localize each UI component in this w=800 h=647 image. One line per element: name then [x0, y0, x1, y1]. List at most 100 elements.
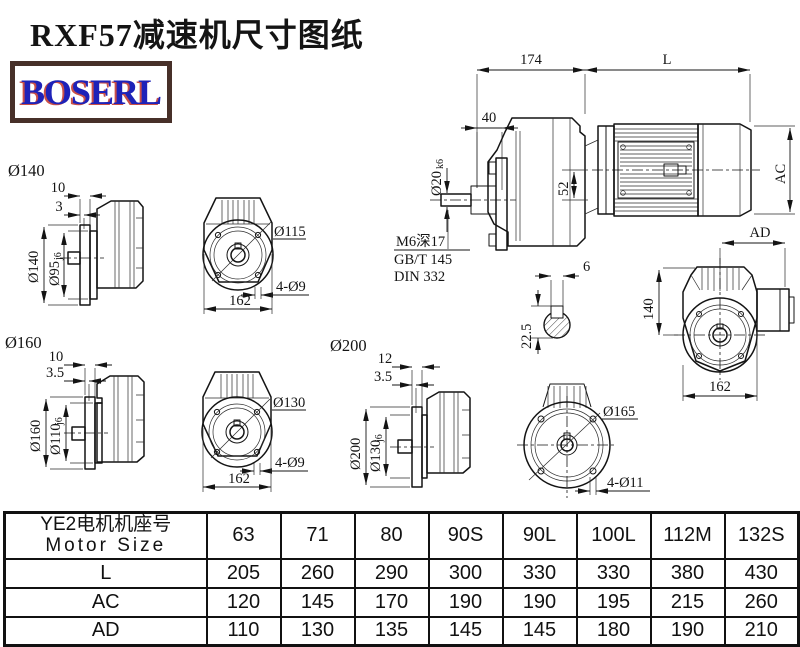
- note-gbt-145: GB/T 145: [394, 252, 452, 268]
- label-flange-160: Ø160: [5, 333, 42, 352]
- dim-holes-4x9: 4-Ø9: [275, 455, 305, 471]
- flange200-side-view: Ø200 12 3.5 Ø200 Ø130 j6: [330, 336, 471, 488]
- dim-lip-3: 3: [55, 199, 62, 215]
- svg-text:AC: AC: [773, 164, 789, 184]
- table-cell: 215: [649, 586, 726, 618]
- dim-40: 40: [482, 110, 497, 126]
- svg-text:Ø140: Ø140: [26, 251, 42, 283]
- table-cell: 205: [205, 557, 282, 589]
- table-cell: 195: [575, 586, 652, 618]
- dim-bolt-circle-130: Ø130: [273, 395, 305, 411]
- dimension-drawing: 174 L 40 Ø20 k6 52: [5, 52, 795, 498]
- dim-lip-3p5: 3.5: [374, 369, 392, 385]
- row-label: L: [3, 557, 208, 589]
- table-cell: 110: [205, 615, 282, 647]
- page-title: RXF57减速机尺寸图纸: [30, 17, 364, 53]
- table-cell: 260: [723, 586, 800, 618]
- table-cell: 145: [279, 586, 356, 618]
- dim-width-162: 162: [228, 471, 250, 487]
- front-view-165: Ø165 4-Ø11: [517, 383, 650, 498]
- dim-lip-3p5: 3.5: [46, 365, 64, 381]
- dim-axis-offset-52: 52: [556, 182, 572, 197]
- dim-shaft-diameter: Ø20 k6: [429, 159, 446, 196]
- table-cell: 190: [427, 586, 504, 618]
- boserl-logo-text: BOSERL: [20, 72, 162, 112]
- svg-text:j6: j6: [53, 252, 64, 261]
- table-cell: 190: [649, 615, 726, 647]
- column-header: 132S: [723, 511, 800, 560]
- table-cell: 135: [353, 615, 430, 647]
- dim-flange-dia-140: Ø140: [26, 251, 42, 283]
- boserl-logo: BOSERL: [10, 61, 172, 123]
- table-cell: 430: [723, 557, 800, 589]
- table-row-AD: AD 110 130 135 145 145 180 190 210: [3, 615, 800, 647]
- table-row-L: L 205 260 290 300 330 330 380 430: [3, 557, 800, 589]
- table-row-AC: AC 120 145 170 190 190 195 215 260: [3, 586, 800, 618]
- dim-pilot-dia-130: Ø130 j6: [368, 434, 385, 472]
- svg-text:Ø95: Ø95: [47, 261, 63, 286]
- dim-holes-4x11: 4-Ø11: [607, 475, 644, 491]
- dim-height-140: 140: [641, 298, 657, 320]
- keyway-section-view: 6 22.5: [519, 259, 590, 354]
- svg-text:Ø130: Ø130: [368, 440, 384, 472]
- svg-text:k6: k6: [435, 159, 446, 169]
- motor-size-header-en: Motor Size: [45, 534, 167, 556]
- svg-text:Ø160: Ø160: [28, 420, 44, 452]
- dim-holes-4x9: 4-Ø9: [276, 279, 306, 295]
- dim-width-162: 162: [229, 293, 251, 309]
- column-header: 90L: [501, 511, 578, 560]
- table-cell: 330: [501, 557, 578, 589]
- front-view-115: Ø115 4-Ø9 162: [202, 197, 309, 314]
- table-cell: 380: [649, 557, 726, 589]
- label-flange-140: Ø140: [8, 161, 45, 180]
- dim-174: 174: [520, 52, 543, 68]
- table-cell: 190: [501, 586, 578, 618]
- table-cell: 145: [427, 615, 504, 647]
- table-cell: 300: [427, 557, 504, 589]
- dim-key-height: 22.5: [519, 324, 535, 349]
- svg-text:140: 140: [641, 298, 657, 320]
- dim-width-162: 162: [709, 379, 731, 395]
- dim-bolt-circle-165: Ø165: [603, 404, 635, 420]
- note-din-332: DIN 332: [394, 269, 445, 285]
- flange140-side-view: Ø140 10 3 Ø140 Ø95 j6: [8, 161, 144, 306]
- column-header: 71: [279, 511, 356, 560]
- svg-text:j6: j6: [54, 417, 65, 426]
- svg-text:Ø110: Ø110: [48, 423, 64, 455]
- table-cell: 210: [723, 615, 800, 647]
- gearmotor-side-view: 174 L 40 Ø20 k6 52: [394, 52, 795, 285]
- motor-size-header-cn: YE2电机机座号: [40, 513, 172, 535]
- output-end-view: AD 140 162: [641, 225, 795, 401]
- svg-text:52: 52: [556, 182, 572, 197]
- dim-AC: AC: [773, 164, 789, 184]
- dim-flange-dia-200: Ø200: [348, 438, 364, 470]
- svg-text:j6: j6: [374, 434, 385, 443]
- column-header: 100L: [575, 511, 652, 560]
- table-cell: 145: [501, 615, 578, 647]
- motor-dimension-table: YE2电机机座号 Motor Size 63 71 80 90S 90L 100…: [3, 511, 800, 647]
- row-label: AC: [3, 586, 208, 618]
- dim-bolt-circle-115: Ø115: [274, 224, 306, 240]
- table-cell: 290: [353, 557, 430, 589]
- dim-pilot-dia-110: Ø110 j6: [48, 417, 65, 455]
- table-cell: 170: [353, 586, 430, 618]
- dim-AD: AD: [750, 225, 771, 241]
- front-view-130: Ø130 4-Ø9 162: [201, 371, 308, 492]
- column-header: 80: [353, 511, 430, 560]
- table-cell: 330: [575, 557, 652, 589]
- svg-text:22.5: 22.5: [519, 324, 535, 349]
- svg-text:Ø200: Ø200: [348, 438, 364, 470]
- table-cell: 120: [205, 586, 282, 618]
- flange160-side-view: Ø160 10 3.5 Ø160 Ø110 j6: [5, 333, 145, 470]
- table-cell: 260: [279, 557, 356, 589]
- dim-flange-dia-160: Ø160: [28, 420, 44, 452]
- dim-L: L: [663, 52, 672, 68]
- table-cell: 180: [575, 615, 652, 647]
- motor-size-header: YE2电机机座号 Motor Size: [3, 511, 208, 560]
- column-header: 63: [205, 511, 282, 560]
- table-cell: 130: [279, 615, 356, 647]
- dim-thickness-10: 10: [51, 180, 66, 196]
- dim-thickness-12: 12: [378, 351, 393, 367]
- dim-pilot-dia-95: Ø95 j6: [47, 252, 64, 286]
- row-label: AD: [3, 615, 208, 647]
